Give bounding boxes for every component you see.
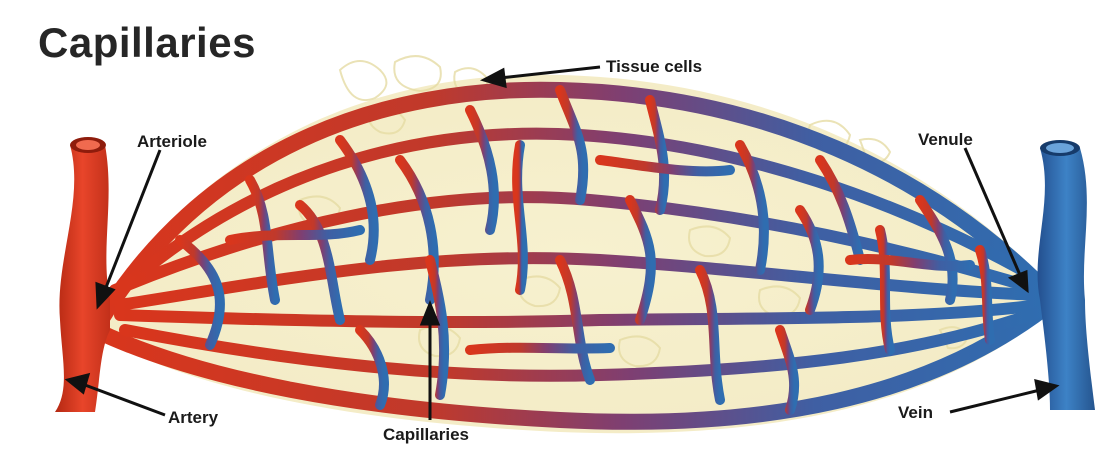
label-tissue-cells: Tissue cells [606,58,702,75]
label-capillaries: Capillaries [383,426,469,443]
label-artery: Artery [168,409,218,426]
label-arteriole: Arteriole [137,133,207,150]
label-venule: Venule [918,131,973,148]
vein-vessel [1038,140,1095,410]
artery-vessel [55,137,110,412]
diagram-title: Capillaries [38,22,256,64]
vein-arrow [950,381,1056,412]
label-vein: Vein [898,404,933,421]
